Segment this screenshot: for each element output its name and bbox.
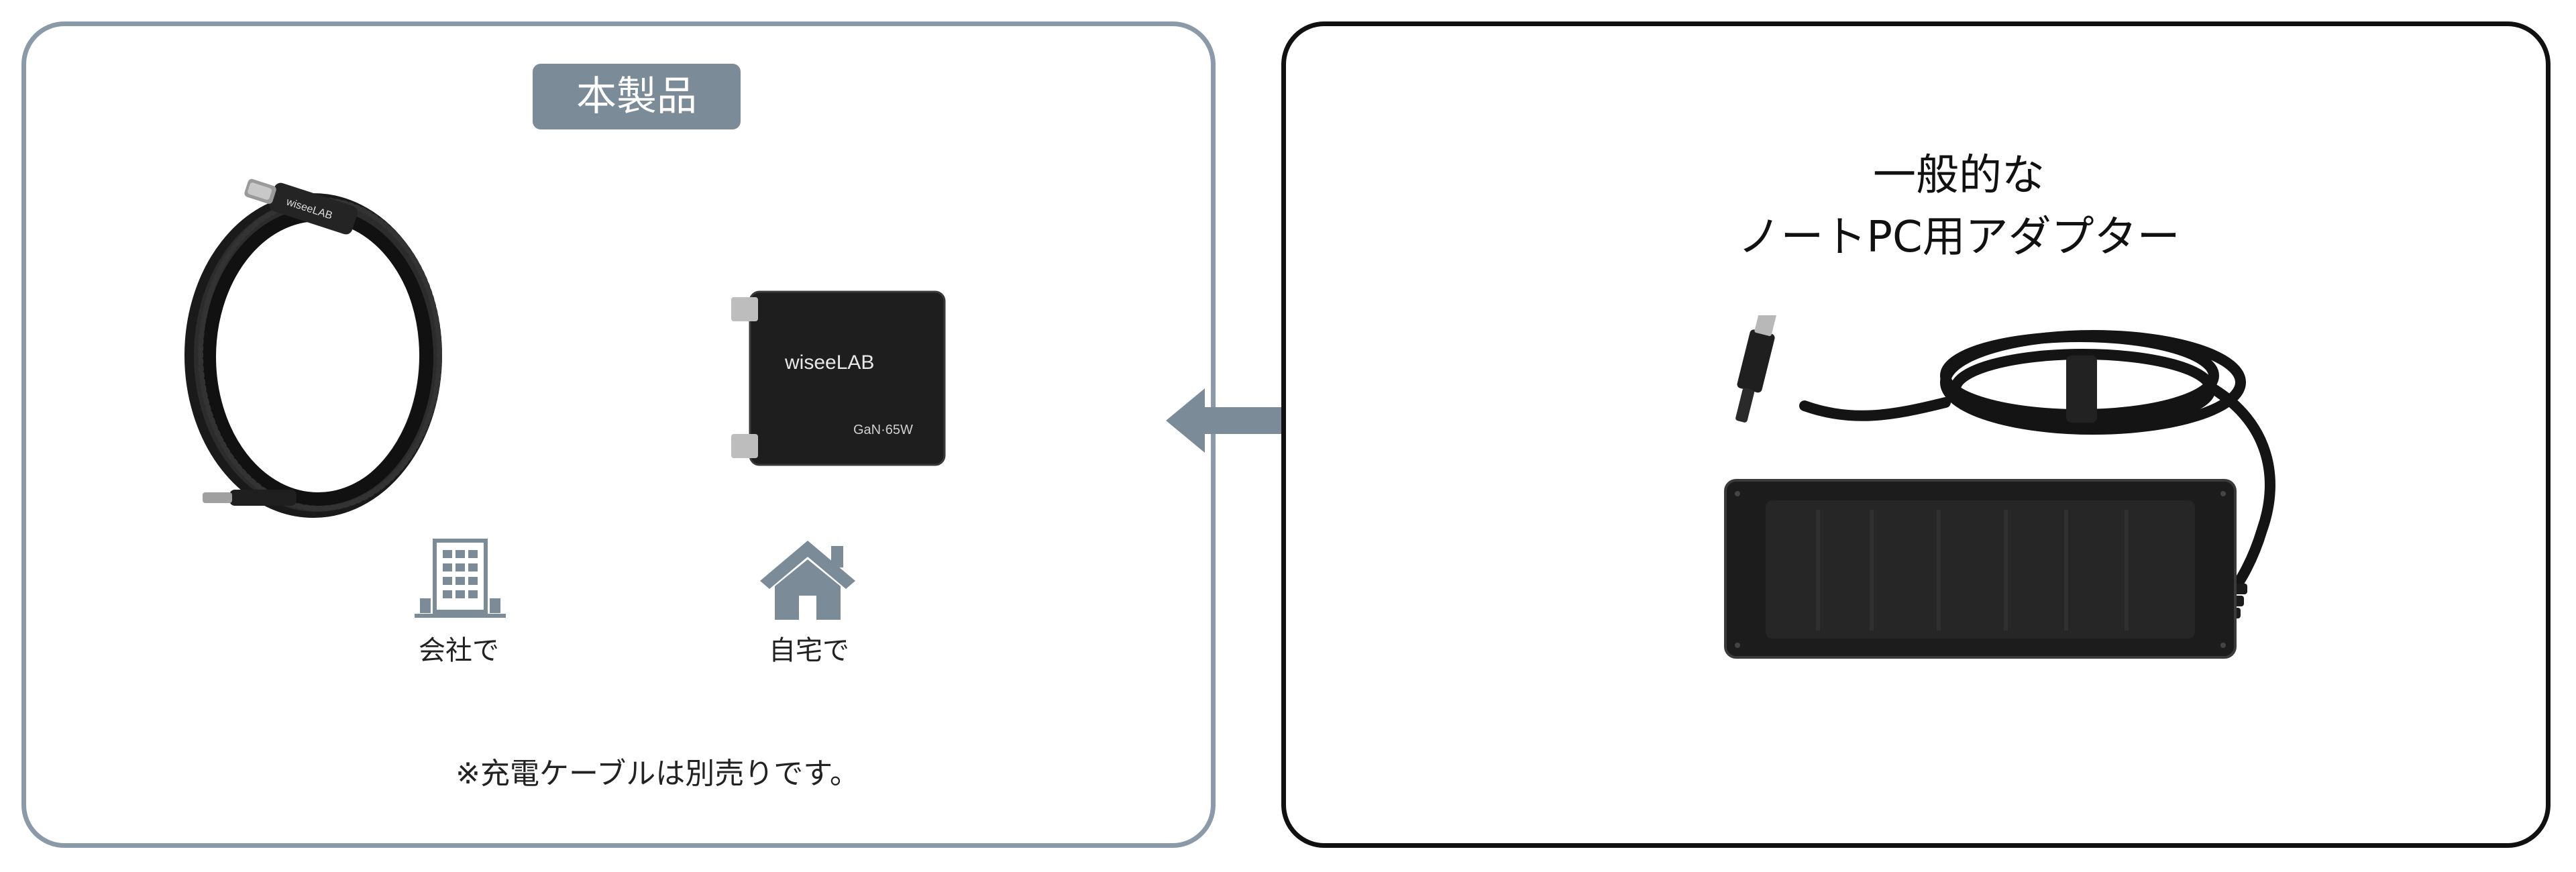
gan-charger-image: wiseeLAB GaN·65W xyxy=(731,290,946,466)
double-arrow-icon xyxy=(1166,388,1338,453)
laptop-adapter-image xyxy=(1724,315,2275,659)
adapter-title-line1: 一般的な xyxy=(1873,151,2045,201)
charger-brand-text: wiseeLAB xyxy=(784,351,874,374)
adapter-title: 一般的な ノートPC用アダプター xyxy=(1684,145,2234,268)
home-label: 自宅で xyxy=(769,635,849,666)
cable-sold-separately-note: ※充電ケーブルは別売りです。 xyxy=(455,757,859,791)
usb-c-cable-image: wiseeLAB xyxy=(184,178,442,518)
office-building-icon xyxy=(415,539,506,618)
product-badge: 本製品 xyxy=(533,64,741,129)
office-label: 会社で xyxy=(419,635,499,666)
charger-spec-text: GaN·65W xyxy=(853,423,913,437)
typical-adapter-panel xyxy=(1281,21,2551,848)
adapter-title-line2: ノートPC用アダプター xyxy=(1737,213,2180,262)
house-icon xyxy=(760,541,855,620)
